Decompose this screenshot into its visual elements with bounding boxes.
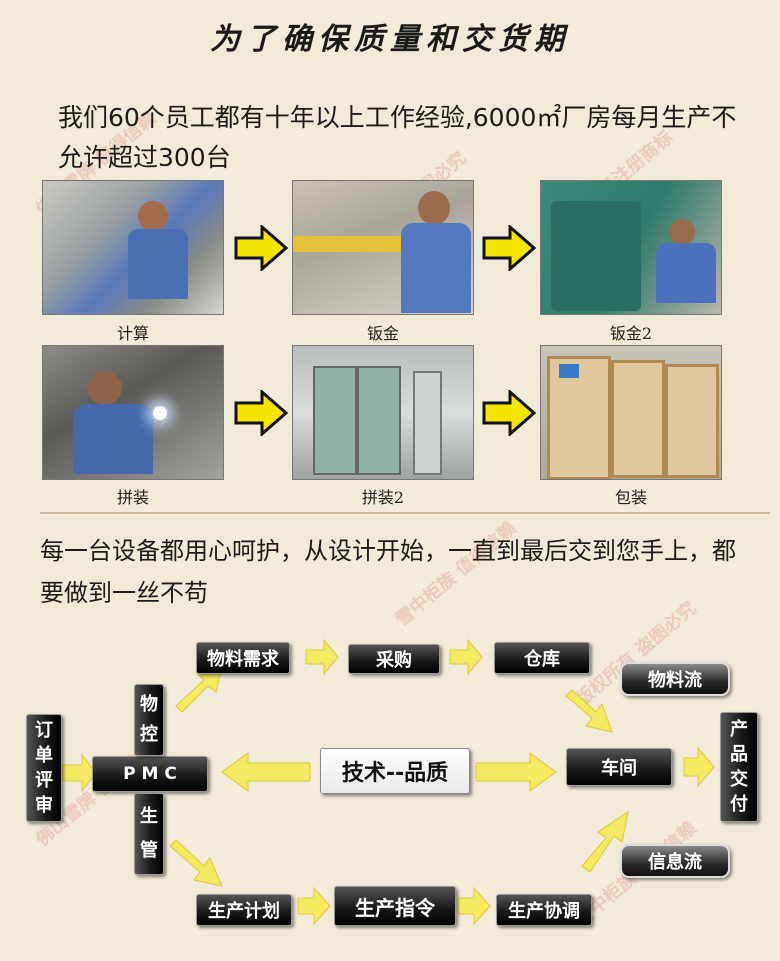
flow-arrow (61, 753, 97, 793)
caption-assembly: 拼装 (116, 488, 149, 507)
arrow-right-icon (234, 225, 288, 271)
page-title: 为了确保质量和交货期 (210, 22, 570, 57)
production-order-label: 生产指令 (355, 895, 435, 920)
flow-arrow (475, 752, 557, 792)
photo-calculation (42, 180, 224, 315)
tech-quality-label: 技术--品质 (341, 761, 449, 786)
material-flow-badge: 物料流 (620, 662, 730, 696)
production-coord-label: 生产协调 (508, 901, 580, 922)
pmc-box: P M C (92, 756, 208, 792)
production-order-box: 生产指令 (334, 886, 456, 926)
flow-arrow (297, 886, 331, 926)
caption-assembly-2: 拼装2 (361, 488, 405, 507)
photo-sheet-metal-2 (540, 180, 722, 315)
caption-sheet-metal-2: 钣金2 (609, 324, 653, 343)
intro-text: 我们60个员工都有十年以上工作经验,6000㎡厂房每月生产不允许超过300台 (58, 103, 737, 172)
production-control-box: 生管 (134, 793, 164, 875)
material-control-label: 物控 (140, 694, 158, 745)
info-flow-badge: 信息流 (620, 844, 730, 878)
flow-arrow (175, 665, 223, 713)
warehouse-box: 仓库 (494, 642, 590, 674)
material-demand-label: 物料需求 (207, 649, 279, 670)
flow-arrow (449, 638, 483, 676)
arrow-right-icon (482, 390, 536, 436)
caption-packing: 包装 (614, 488, 647, 507)
tech-quality-box: 技术--品质 (320, 748, 470, 794)
workshop-label: 车间 (601, 758, 637, 779)
photo-assembly-2 (292, 345, 474, 480)
material-flow-label: 物料流 (648, 670, 702, 691)
warehouse-label: 仓库 (524, 649, 560, 670)
caption-calculation: 计算 (116, 324, 149, 343)
delivery-label: 产品交付 (730, 719, 748, 815)
purchase-label: 采购 (376, 650, 412, 671)
purchase-box: 采购 (348, 644, 440, 674)
info-flow-label: 信息流 (648, 852, 702, 873)
production-control-label: 生管 (140, 806, 158, 861)
photo-sheet-metal (292, 180, 474, 315)
flow-arrow (581, 810, 629, 873)
flow-arrow (565, 689, 613, 733)
order-review-box: 订单评审 (26, 714, 62, 822)
arrow-right-icon (482, 225, 536, 271)
photo-packing (540, 345, 722, 480)
material-control-box: 物控 (134, 684, 164, 756)
flow-arrow (683, 746, 715, 788)
flow-arrow (457, 886, 491, 926)
production-coord-box: 生产协调 (496, 894, 592, 926)
workshop-box: 车间 (566, 748, 672, 786)
delivery-box: 产品交付 (720, 712, 758, 822)
commitment-text: 每一台设备都用心呵护，从设计开始，一直到最后交到您手上，都要做到一丝不苟 (40, 537, 736, 607)
flow-arrow (305, 638, 339, 676)
production-plan-box: 生产计划 (196, 894, 292, 926)
divider (40, 512, 770, 514)
caption-sheet-metal: 钣金 (366, 324, 399, 343)
order-review-label: 订单评审 (35, 720, 53, 816)
pmc-label: P M C (123, 764, 177, 784)
photo-assembly (42, 345, 224, 480)
flow-arrow (169, 839, 223, 887)
arrow-right-icon (234, 390, 288, 436)
flow-arrow (221, 752, 311, 792)
material-demand-box: 物料需求 (196, 642, 290, 674)
production-plan-label: 生产计划 (208, 901, 280, 922)
